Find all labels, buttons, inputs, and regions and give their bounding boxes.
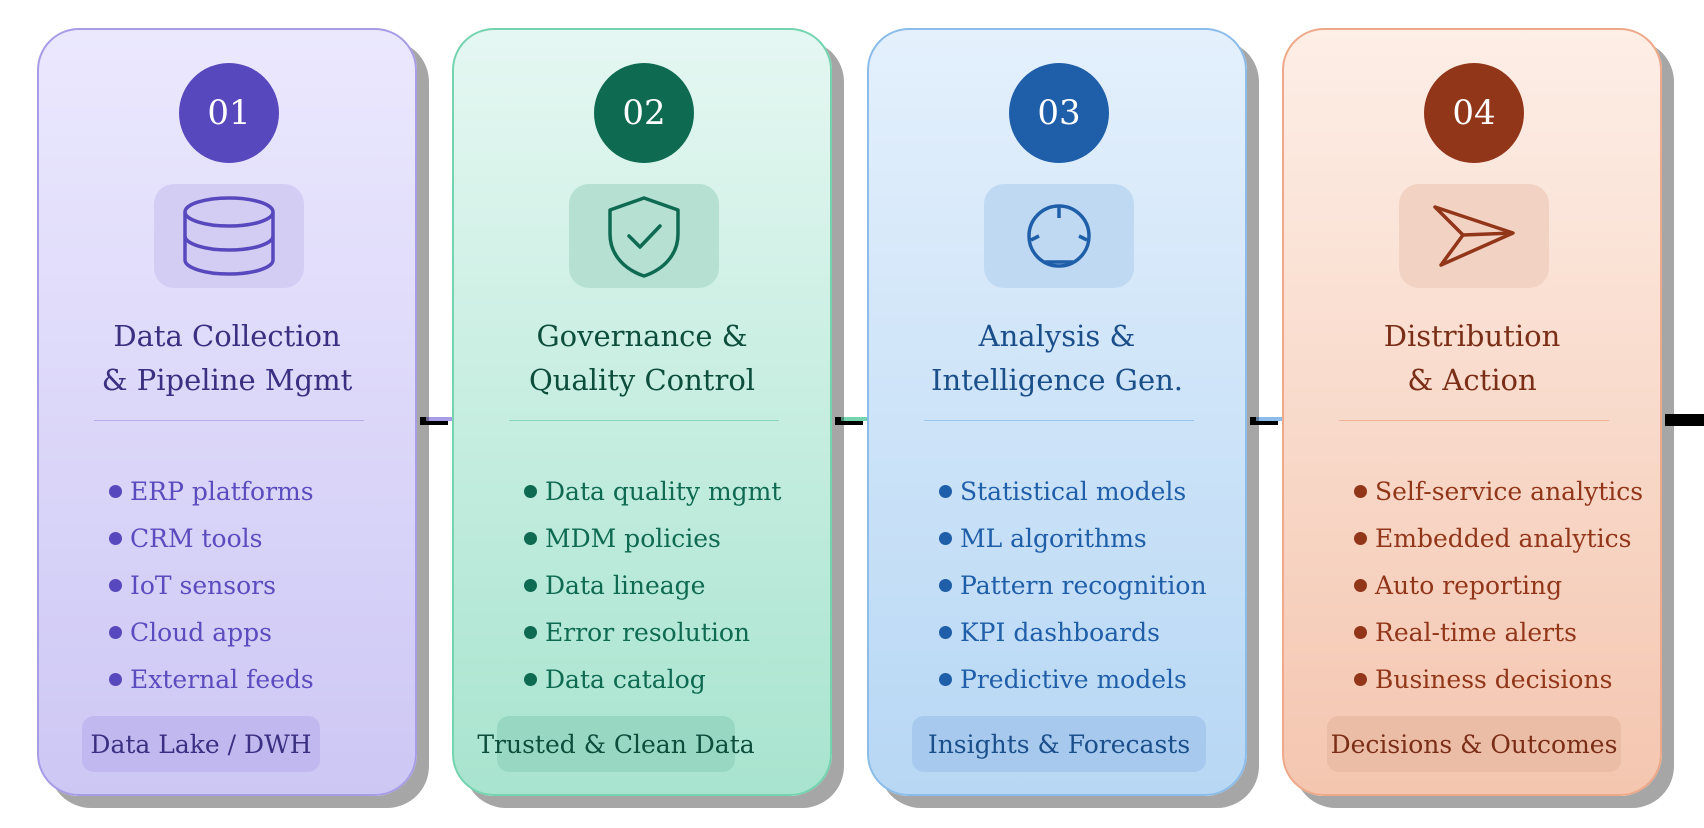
list-item: Embedded analytics (1354, 515, 1643, 562)
divider (924, 420, 1194, 421)
stage-item-list: Self-service analytics Embedded analytic… (1354, 468, 1643, 703)
stage-item-list: ERP platforms CRM tools IoT sensors Clou… (109, 468, 314, 703)
bullet-dot (524, 626, 537, 639)
bullet-dot (524, 673, 537, 686)
bullet-dot (1354, 532, 1367, 545)
bullet-dot (109, 485, 122, 498)
send-icon (1433, 205, 1515, 267)
stage-icon-box (984, 184, 1134, 288)
list-item: External feeds (109, 656, 314, 703)
list-item: Data catalog (524, 656, 781, 703)
list-item: Real-time alerts (1354, 609, 1643, 656)
stage-card-data-collection: 01 Data Collection & Pipeline Mgmt ERP p… (37, 28, 417, 796)
list-item: Data lineage (524, 562, 781, 609)
bullet-dot (939, 626, 952, 639)
stage-title: Data Collection & Pipeline Mgmt (101, 319, 353, 397)
list-item: IoT sensors (109, 562, 314, 609)
stage-output-badge: Data Lake / DWH (82, 716, 320, 772)
stage-output-badge: Trusted & Clean Data (477, 716, 755, 772)
stage-card-distribution: 04 Distribution & Action Self-service an… (1282, 28, 1662, 796)
stage-card-analysis: 03 Analysis & Intelligence Gen. Statisti… (867, 28, 1247, 796)
list-item: KPI dashboards (939, 609, 1207, 656)
connector-tail (1665, 414, 1704, 426)
gauge-icon (1027, 204, 1091, 268)
database-icon (183, 196, 275, 276)
bullet-dot (524, 579, 537, 592)
shield-check-icon (608, 196, 680, 278)
list-item: Data quality mgmt (524, 468, 781, 515)
bullet-dot (109, 626, 122, 639)
list-item: Cloud apps (109, 609, 314, 656)
list-item: Auto reporting (1354, 562, 1643, 609)
stage-card-governance: 02 Governance & Quality Control Data qua… (452, 28, 832, 796)
stage-item-list: Statistical models ML algorithms Pattern… (939, 468, 1207, 703)
divider (1339, 420, 1609, 421)
bullet-dot (109, 532, 122, 545)
stage-icon-box (154, 184, 304, 288)
bullet-dot (1354, 673, 1367, 686)
list-item: ERP platforms (109, 468, 314, 515)
bullet-dot (939, 532, 952, 545)
stage-number-badge: 03 (1009, 63, 1109, 163)
bullet-dot (524, 485, 537, 498)
divider (509, 420, 779, 421)
list-item: Pattern recognition (939, 562, 1207, 609)
stage-title: Distribution & Action (1383, 319, 1561, 397)
stage-title: Governance & Quality Control (528, 319, 756, 397)
bullet-dot (939, 579, 952, 592)
bullet-dot (1354, 579, 1367, 592)
bullet-dot (524, 532, 537, 545)
list-item: MDM policies (524, 515, 781, 562)
stage-title: Analysis & Intelligence Gen. (930, 319, 1184, 397)
list-item: Self-service analytics (1354, 468, 1643, 515)
bullet-dot (939, 485, 952, 498)
divider (94, 420, 364, 421)
list-item: Predictive models (939, 656, 1207, 703)
stage-number-badge: 01 (179, 63, 279, 163)
bullet-dot (109, 579, 122, 592)
list-item: CRM tools (109, 515, 314, 562)
stage-icon-box (1399, 184, 1549, 288)
bullet-dot (939, 673, 952, 686)
stage-icon-box (569, 184, 719, 288)
stage-number-badge: 04 (1424, 63, 1524, 163)
bullet-dot (1354, 485, 1367, 498)
stage-output-badge: Decisions & Outcomes (1327, 716, 1621, 772)
list-item: Statistical models (939, 468, 1207, 515)
stage-number-badge: 02 (594, 63, 694, 163)
stage-item-list: Data quality mgmt MDM policies Data line… (524, 468, 781, 703)
stage-output-badge: Insights & Forecasts (912, 716, 1206, 772)
list-item: Error resolution (524, 609, 781, 656)
list-item: ML algorithms (939, 515, 1207, 562)
bullet-dot (1354, 626, 1367, 639)
bullet-dot (109, 673, 122, 686)
list-item: Business decisions (1354, 656, 1643, 703)
